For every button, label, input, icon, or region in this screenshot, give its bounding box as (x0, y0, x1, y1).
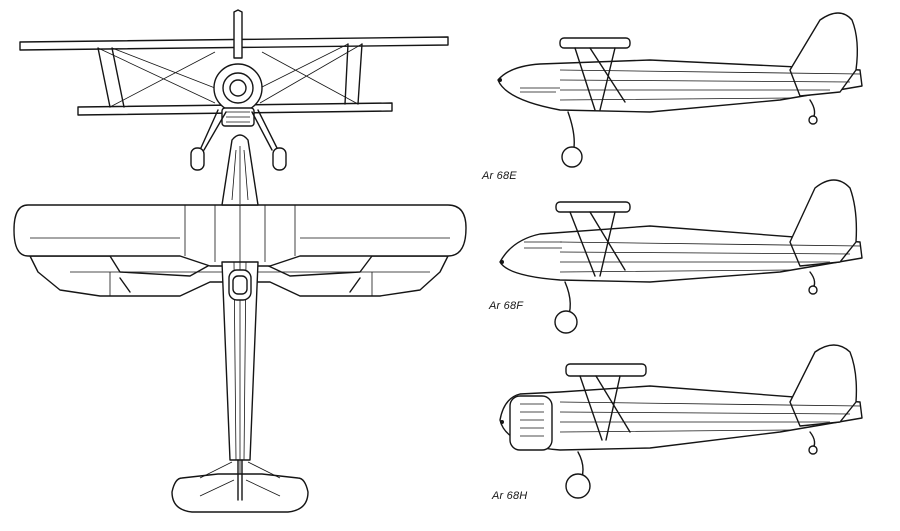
label-ar68h: Ar 68H (492, 490, 528, 502)
plan-view (13, 134, 467, 513)
side-view-ar68h (499, 344, 863, 499)
side-view-ar68f (499, 179, 863, 334)
side-view-ar68e (497, 12, 863, 168)
label-ar68f: Ar 68F (489, 300, 524, 312)
front-view (19, 9, 449, 171)
label-ar68e: Ar 68E (482, 170, 517, 182)
